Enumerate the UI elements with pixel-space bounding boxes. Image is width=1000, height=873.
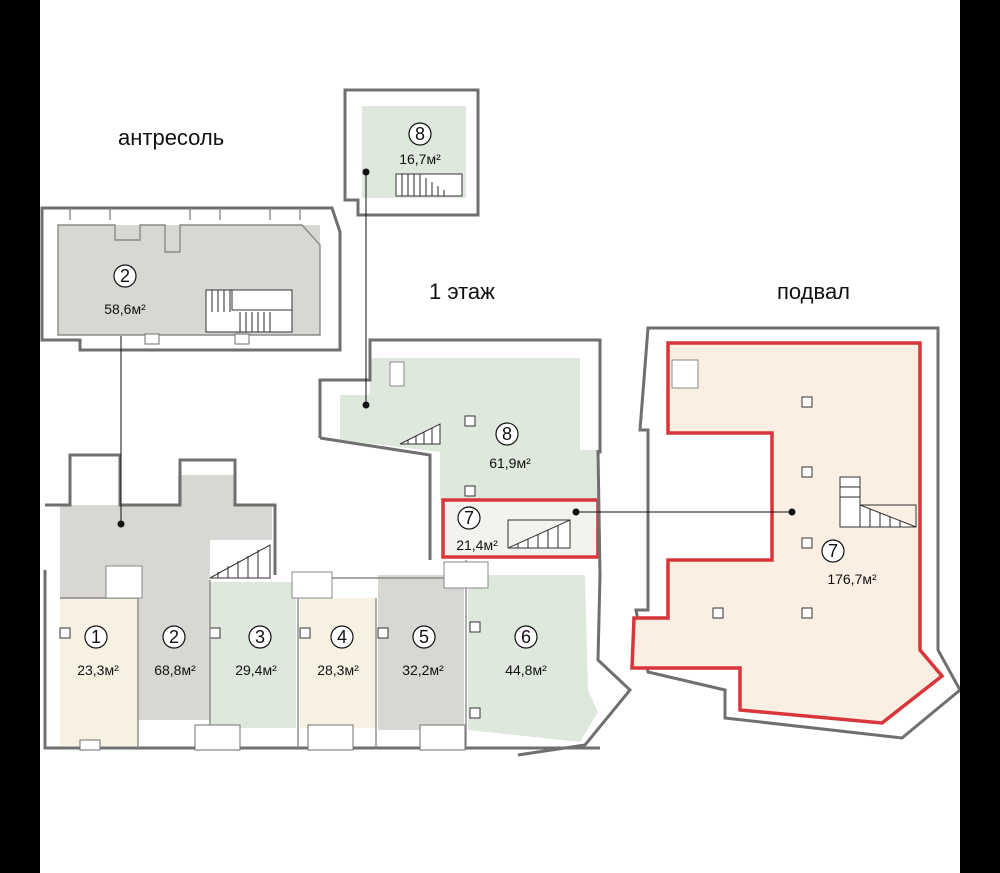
room-f8-wall: [318, 338, 602, 454]
room-f1-area-label: 23,3м²: [77, 662, 119, 678]
room-f4-area-label: 28,3м²: [317, 662, 359, 678]
stair-icon: [395, 173, 463, 197]
room-f3-area[interactable]: [210, 582, 296, 728]
mezzanine-room-8: 8 16,7м²: [343, 88, 480, 217]
link-dot: [117, 520, 125, 528]
room-f4-number: 4: [337, 627, 347, 647]
stair-icon: [839, 476, 917, 528]
column: [801, 396, 813, 408]
room-f2-area-label: 68,8м²: [154, 662, 196, 678]
room-f6-area-label: 44,8м²: [505, 662, 547, 678]
floor-plan-drawing: 2 58,6м² 8 16,7м² 8 61,9м²: [40, 88, 960, 757]
room-b7-area[interactable]: [632, 343, 942, 723]
room-b7-number: 7: [828, 541, 838, 561]
room-f8-number: 8: [502, 424, 512, 444]
room-f5-circle: [412, 625, 436, 649]
link-dot: [788, 508, 796, 516]
column: [801, 537, 813, 549]
room-f8-area-label: 61,9м²: [489, 455, 531, 471]
column: [59, 627, 71, 639]
link-dot: [362, 401, 370, 409]
first-floor-plan: 8 61,9м² 7 21,4м² 6 44,8м²: [43, 338, 633, 757]
column: [469, 621, 481, 633]
wc-icon: [105, 565, 143, 599]
column: [144, 333, 160, 345]
stair-icon: [205, 289, 293, 333]
entrance: [79, 739, 101, 751]
column: [801, 607, 813, 619]
facade-wall: [43, 570, 600, 750]
column: [469, 707, 481, 719]
wc-icon: [389, 361, 405, 387]
room-f3-area-label: 29,4м²: [235, 662, 277, 678]
room-f2-number: 2: [169, 627, 179, 647]
mezzanine-window-marks: [69, 208, 301, 220]
room-f4-circle: [330, 625, 354, 649]
level-links: [117, 168, 796, 528]
room-f6-circle: [514, 625, 538, 649]
section-title-first-floor: 1 этаж: [429, 279, 495, 304]
room-f2-wall: [45, 453, 277, 575]
room-m2-circle: [113, 264, 137, 288]
section-title-basement: подвал: [777, 279, 850, 304]
floor-plan-canvas: 2 58,6м² 8 16,7м² 8 61,9м²: [40, 0, 960, 873]
column: [464, 415, 476, 427]
room-f5-number: 5: [419, 627, 429, 647]
room-f2-area[interactable]: [60, 475, 272, 720]
column: [712, 607, 724, 619]
room-f3-number: 3: [255, 627, 265, 647]
section-title-mezzanine: антресоль: [118, 125, 224, 150]
room-f7-circle: [457, 506, 481, 530]
column: [464, 485, 476, 497]
mezzanine-plan: 2 58,6м²: [40, 206, 342, 352]
mezzanine-8-wall: [343, 88, 480, 217]
column: [377, 627, 389, 639]
basement-outer-wall: [634, 326, 960, 740]
room-m2-number: 2: [120, 266, 130, 286]
corridor-wall: [319, 436, 432, 560]
room-f1-number: 1: [91, 627, 101, 647]
entrance: [419, 724, 466, 751]
room-f5-area-label: 32,2м²: [402, 662, 444, 678]
room-m8-circle: [408, 122, 432, 146]
room-f4-area[interactable]: [300, 598, 376, 728]
wc-icon: [291, 571, 333, 599]
wc-icon: [443, 561, 489, 589]
room-f8-area[interactable]: [340, 358, 598, 500]
basement-plan: 7 176,7м²: [630, 326, 960, 740]
column: [234, 333, 250, 345]
room-f7-area-label: 21,4м²: [456, 537, 498, 553]
entrance: [194, 724, 241, 751]
room-f5-area[interactable]: [378, 575, 464, 730]
room-m8-area-label: 16,7м²: [399, 151, 441, 167]
mezzanine-inner-wall: [57, 224, 321, 336]
room-m2-area-label: 58,6м²: [104, 301, 146, 317]
mezzanine-wall: [40, 206, 342, 352]
column: [801, 466, 813, 478]
stair-icon: [399, 423, 441, 445]
room-f6-number: 6: [521, 627, 531, 647]
room-f8-circle: [495, 422, 519, 446]
room-b7-highlight-frame: [630, 341, 945, 725]
link-dot: [572, 508, 580, 516]
link-dot: [362, 168, 370, 176]
room-f1-area[interactable]: [60, 598, 138, 746]
wc-icon: [671, 359, 699, 389]
room-m8-number: 8: [415, 124, 425, 144]
room-f3-circle: [248, 625, 272, 649]
stair-icon: [209, 544, 271, 579]
room-f1-circle: [84, 625, 108, 649]
stair-icon: [507, 519, 571, 549]
column: [209, 627, 221, 639]
column: [299, 627, 311, 639]
room-f7-number: 7: [464, 508, 474, 528]
room-f2-circle: [162, 625, 186, 649]
room-b7-circle: [821, 539, 845, 563]
partition-walls: [137, 560, 467, 748]
room-f6-area[interactable]: [468, 575, 598, 742]
entrance: [307, 724, 354, 751]
room-b7-area-label: 176,7м²: [827, 571, 877, 587]
